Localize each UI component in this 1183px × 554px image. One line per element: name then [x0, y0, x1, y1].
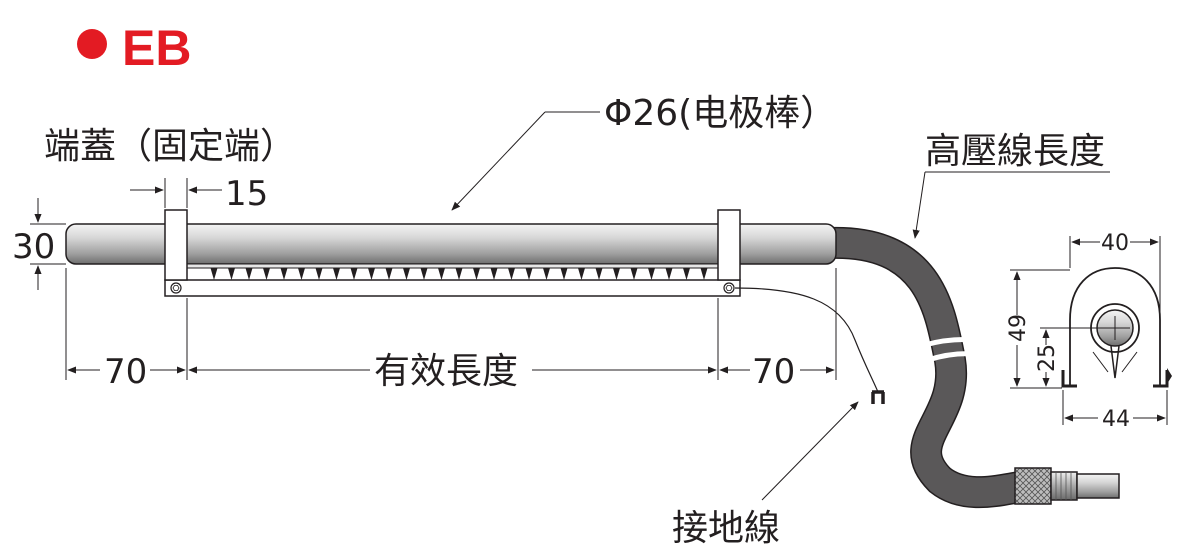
dim-bottom-row: 70 有效長度 70	[65, 268, 837, 392]
emitter-needle	[420, 268, 428, 280]
emitter-needle	[665, 268, 673, 280]
emitter-needle	[595, 268, 603, 280]
cable-break-mark	[924, 337, 979, 363]
title-bullet-icon	[77, 29, 107, 59]
ground-wire-label: 接地線	[672, 508, 780, 549]
emitter-needle	[368, 268, 375, 280]
ground-wire	[734, 287, 885, 404]
emitter-needle	[648, 268, 655, 280]
section-width-base-label: 44	[1102, 407, 1130, 432]
emitter-needle	[578, 268, 585, 280]
emitter-needle	[228, 268, 235, 280]
cap-width-label: 15	[225, 174, 268, 214]
emitter-needle	[315, 268, 323, 280]
emitter-needle	[333, 268, 340, 280]
emitter-needle	[245, 268, 253, 280]
cable-connector	[1014, 467, 1120, 505]
emitter-needle	[210, 268, 218, 280]
electrode-callout: Φ26(电极棒）	[451, 93, 836, 211]
hv-length-callout: 高壓線長度	[912, 131, 1110, 239]
emitter-needle	[543, 268, 550, 280]
emitter-needle	[490, 268, 498, 280]
emitter-needle	[280, 268, 288, 280]
emitter-needle	[683, 268, 690, 280]
emitter-needle	[700, 268, 708, 280]
left-offset-label: 70	[104, 352, 147, 392]
title-text: EB	[122, 20, 191, 76]
emitter-needle	[385, 268, 393, 280]
end-cap-right	[717, 209, 741, 281]
section-height-total-label: 49	[1006, 314, 1031, 342]
effective-length-label: 有效長度	[374, 351, 518, 392]
cross-section-view: 40 49 25 44	[1006, 231, 1172, 432]
hv-cable	[829, 226, 1023, 509]
bar-height-label: 30	[12, 227, 55, 267]
emitter-needle	[350, 268, 358, 280]
emitter-needle	[630, 268, 638, 280]
emitter-needle	[560, 268, 568, 280]
emitter-needle	[403, 268, 410, 280]
section-center-height-label: 25	[1035, 344, 1060, 372]
emitter-needle	[473, 268, 480, 280]
ground-wire-callout: 接地線	[672, 401, 859, 549]
emitter-needle	[455, 268, 463, 280]
electrode-label: Φ26(电极棒）	[604, 93, 836, 134]
emitter-needle	[298, 268, 305, 280]
ground-terminal-icon	[871, 390, 885, 404]
mounting-bar	[164, 263, 741, 297]
dim-bar-height: 30	[12, 198, 66, 290]
hv-cable-length-label: 高壓線長度	[925, 131, 1105, 172]
end-cap-left	[164, 209, 188, 281]
title-group: EB	[77, 20, 191, 76]
emitter-needle	[438, 268, 445, 280]
bolt-icon	[170, 282, 182, 294]
emitter-needle	[613, 268, 620, 280]
dim-cap-width: 15	[130, 174, 268, 214]
right-offset-label: 70	[752, 352, 795, 392]
emitter-needle	[508, 268, 515, 280]
section-width-top-label: 40	[1101, 231, 1129, 256]
emitter-needle	[525, 268, 533, 280]
bolt-icon	[723, 282, 735, 294]
emitter-needles	[210, 268, 708, 280]
end-cap-label: 端蓋（固定端）	[44, 126, 296, 167]
emitter-needle	[263, 268, 270, 280]
